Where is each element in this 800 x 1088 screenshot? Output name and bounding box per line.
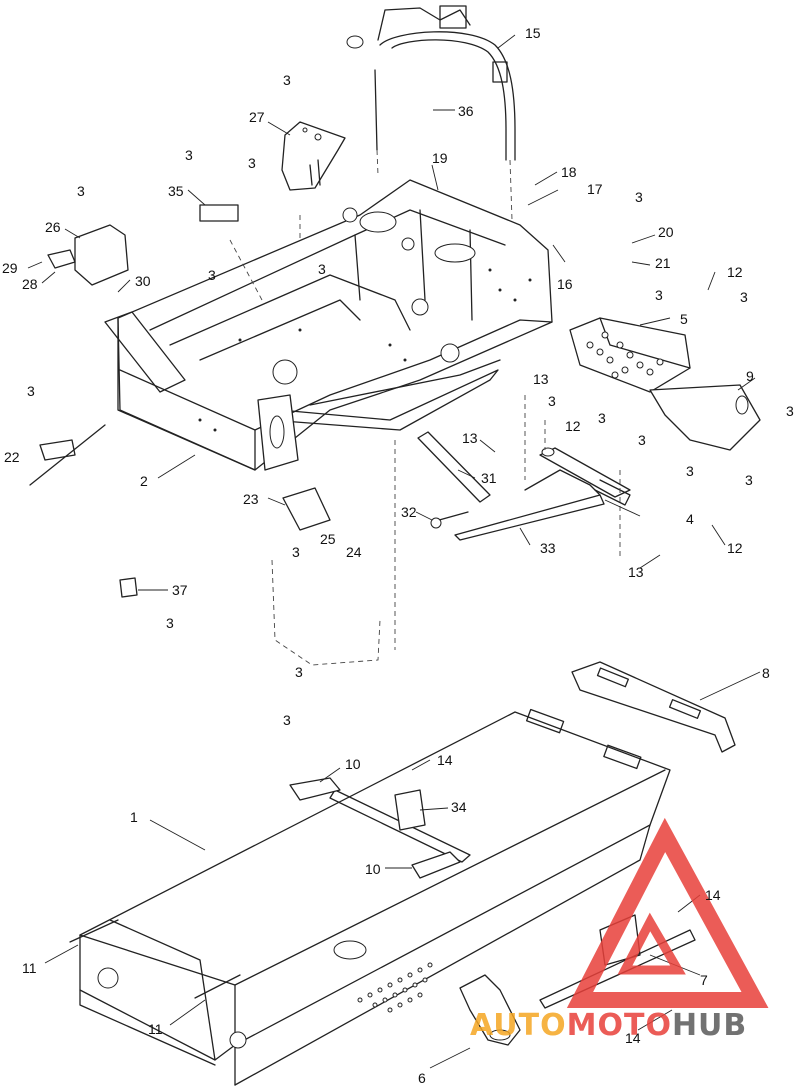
callout-3: 3 [638,432,646,448]
callout-3: 3 [548,393,556,409]
part-11-rails [69,919,241,999]
callout-3: 3 [77,183,85,199]
callout-33: 33 [540,540,556,556]
callout-12: 12 [727,540,743,556]
callout-18: 18 [561,164,577,180]
callout-13: 13 [462,430,478,446]
part-26-bracket [74,224,129,286]
callout-16: 16 [557,276,573,292]
callout-3: 3 [655,287,663,303]
part-27-cover [281,121,346,191]
part-5-footrest [569,317,691,393]
callout-6: 6 [418,1070,426,1086]
callout-35: 35 [168,183,184,199]
part-10-foothold-lower [411,851,461,879]
callout-13: 13 [533,371,549,387]
callout-2: 2 [140,473,148,489]
callout-3: 3 [686,463,694,479]
callout-3: 3 [283,72,291,88]
callout-28: 28 [22,276,38,292]
callout-36: 36 [458,103,474,119]
callout-3: 3 [745,472,753,488]
leader-lines [27,34,761,1069]
callout-12: 12 [727,264,743,280]
callout-37: 37 [172,582,188,598]
part-35-bracket [199,204,239,222]
callout-3: 3 [786,403,794,419]
callout-25: 25 [320,531,336,547]
watermark-inner-triangle-icon [617,912,686,975]
callout-3: 3 [318,261,326,277]
callout-3: 3 [208,267,216,283]
callout-3: 3 [27,383,35,399]
part-10-foothold-upper [289,777,341,801]
callout-3: 3 [185,147,193,163]
callout-17: 17 [587,181,603,197]
callout-22: 22 [4,449,20,465]
callout-34: 34 [451,799,467,815]
watermark-moto: MOTO [567,1008,672,1043]
callout-12: 12 [565,418,581,434]
callout-32: 32 [401,504,417,520]
callout-9: 9 [746,368,754,384]
callout-29: 29 [2,260,18,276]
svg-text:AUTOMOTOHUB: AUTOMOTOHUB [470,1008,747,1043]
callout-11: 11 [148,1021,163,1037]
callout-27: 27 [249,109,265,125]
part-22-bracket [29,424,106,486]
part-9-bracket [649,384,761,451]
callout-4: 4 [686,511,694,527]
part-37-clip [119,577,138,598]
callout-26: 26 [45,219,61,235]
callout-10: 10 [365,861,381,877]
part-8-flap [571,661,736,753]
callout-3: 3 [166,615,174,631]
callout-13: 13 [628,564,644,580]
callout-20: 20 [658,224,674,240]
callout-3: 3 [248,155,256,171]
callout-23: 23 [243,491,259,507]
part-33-arm [454,494,605,541]
watermark-hub: HUB [672,1008,747,1043]
part-34-crossbar [329,789,471,863]
callout-3: 3 [295,664,303,680]
watermark-logo: AUTOMOTOHUB [470,817,769,1043]
callout-19: 19 [432,150,448,166]
part-6-hook [459,974,521,1046]
callout-5: 5 [680,311,688,327]
callout-3: 3 [598,410,606,426]
watermark-auto: AUTO [470,1008,567,1043]
part-31-link [417,431,491,503]
callout-3: 3 [283,712,291,728]
callout-3: 3 [292,544,300,560]
steering-column [346,5,516,221]
part-4-pivot [524,447,631,506]
tunnel-assembly [79,708,671,1086]
callout-8: 8 [762,665,770,681]
callout-11: 11 [22,960,37,976]
callout-21: 21 [655,255,671,271]
callout-24: 24 [346,544,362,560]
callout-30: 30 [135,273,151,289]
part-23-bracket [282,487,331,531]
frame-assembly [104,179,553,471]
callout-14: 14 [437,752,453,768]
callout-31: 31 [481,470,497,486]
callout-1: 1 [130,809,138,825]
callout-10: 10 [345,756,361,772]
callout-14: 14 [705,887,721,903]
callout-7: 7 [700,972,708,988]
callout-3: 3 [740,289,748,305]
callouts: 1 2 3 3 3 3 3 3 3 3 3 3 3 3 3 3 3 3 3 3 … [2,25,794,1086]
callout-14: 14 [625,1030,641,1046]
watermark-triangle-icon [566,817,769,1008]
callout-15: 15 [525,25,541,41]
callout-3: 3 [635,189,643,205]
